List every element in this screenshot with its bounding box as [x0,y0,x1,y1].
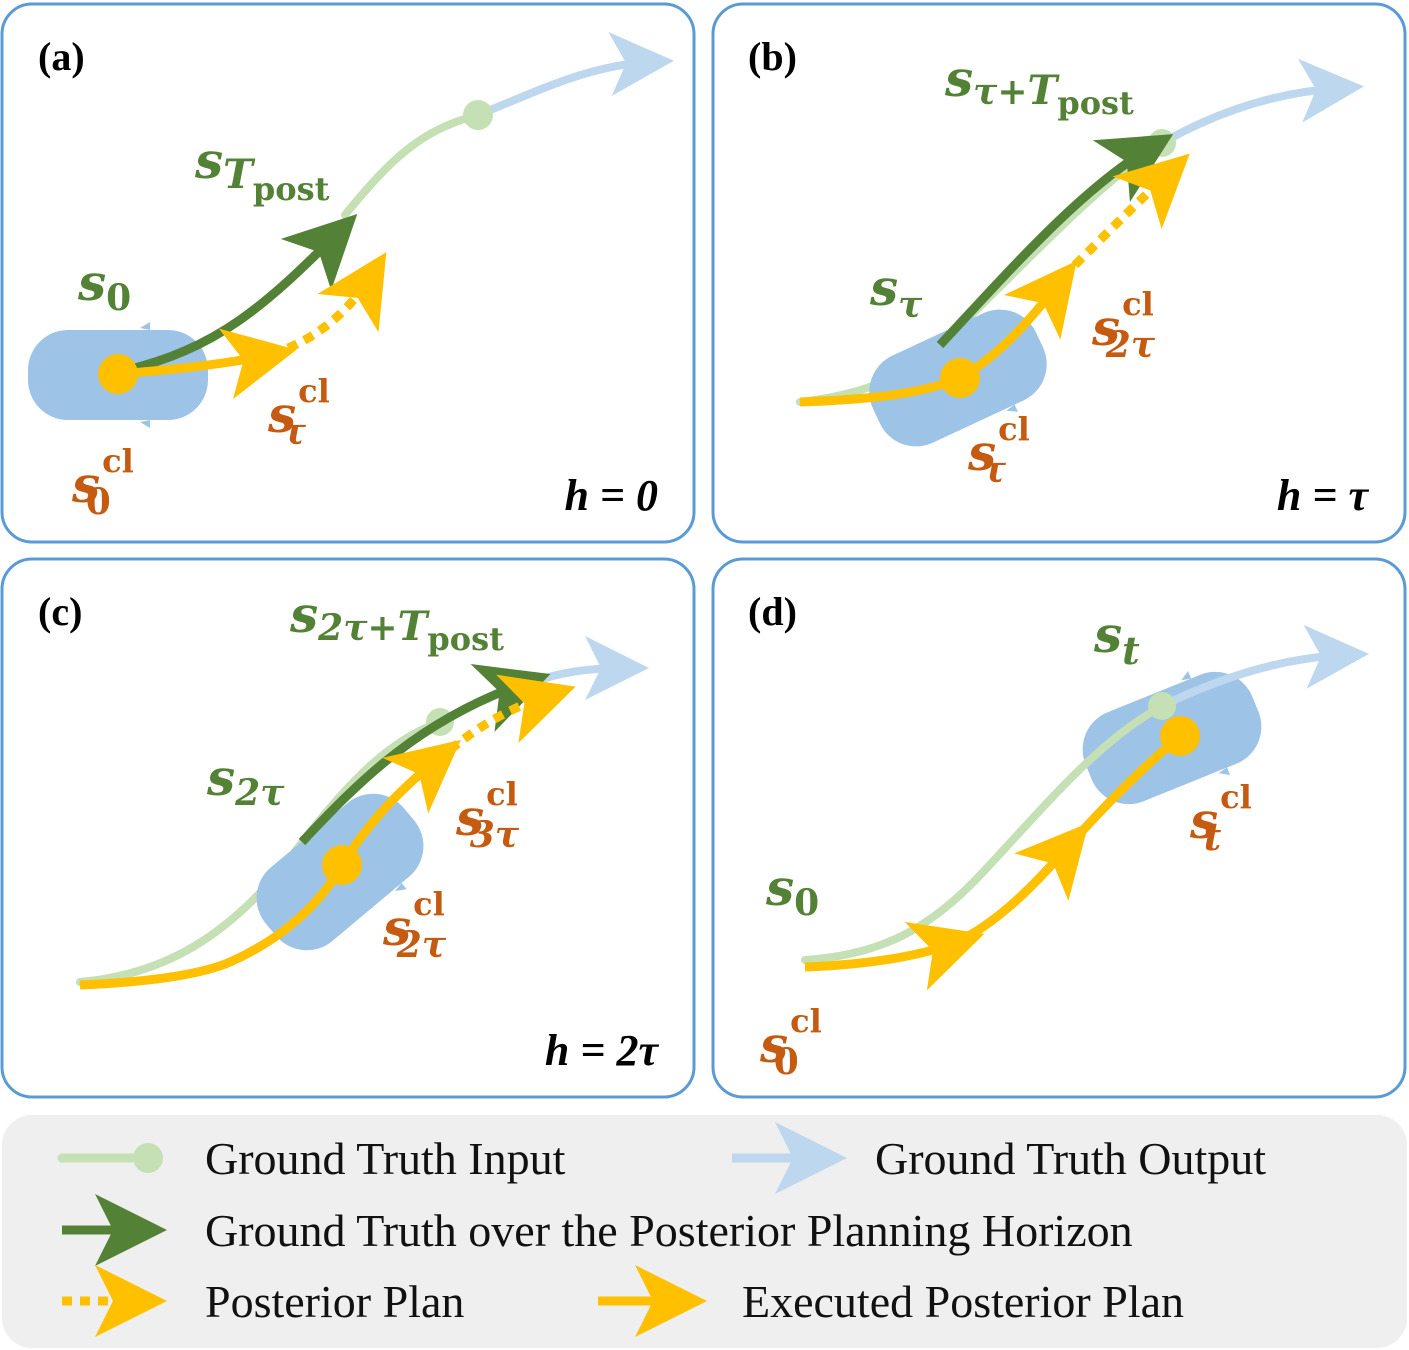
panel-b-horizon-label: h = τ [1277,471,1370,520]
panel-d-letter: (d) [748,589,797,634]
legend-item-gt-output: Ground Truth Output [732,1122,1266,1194]
legend-item-gt-horizon: Ground Truth over the Posterior Planning… [62,1194,1133,1266]
executed-state-dot [98,354,138,394]
label-s-tau-T-post: sτ+Tpost [944,49,1134,122]
label-s-0: s0 [77,253,131,319]
panel-c-horizon-label: h = 2τ [545,1026,660,1075]
gt-input-curve [801,702,1166,964]
label-s-2tau-T-post: s2τ+Tpost [289,585,504,658]
legend-label-posterior-plan: Posterior Plan [205,1276,464,1327]
label-s-2tau: s2τ [206,748,285,814]
gt-input-dot [1148,129,1176,157]
posterior-plan-arrow [286,252,387,353]
legend-label-gt-horizon: Ground Truth over the Posterior Planning… [205,1205,1133,1256]
legend-label-gt-input: Ground Truth Input [205,1133,566,1184]
gt-horizon-arrow [117,214,358,377]
executed-state-dot [940,358,980,398]
panel-b-letter: (b) [748,34,797,79]
executed-plan-arrow [79,739,461,990]
legend-label-gt-output: Ground Truth Output [875,1133,1266,1184]
legend-item-gt-input: Ground Truth Input [57,1133,566,1184]
legend-item-executed-plan: Executed Posterior Plan [598,1265,1184,1337]
gt-output-curve [474,32,674,119]
posterior-plan-arrow [447,674,576,754]
gt-input-curve [341,111,482,219]
legend-background [2,1115,1407,1348]
executed-state-dot [322,845,362,885]
panel-a-horizon-label: h = 0 [564,471,658,520]
label-s-t: st [1093,605,1140,673]
label-s-0: s0 [765,858,819,924]
executed-state-dot [1160,716,1200,756]
gt-input-dot [463,100,493,130]
gt-input-dot [1148,692,1176,720]
gt-output-curve [1158,624,1369,710]
panel-c-letter: (c) [38,589,82,634]
gt-output-curve [1158,58,1364,147]
executed-plan-arrow-2 [943,822,1089,952]
label-s-T-post: sTpost [194,131,330,208]
legend-label-executed-plan: Executed Posterior Plan [742,1276,1184,1327]
executed-plan-arrow-1 [804,921,985,991]
legend: Ground Truth Input Ground Truth Output G… [2,1115,1407,1348]
legend-item-posterior-plan: Posterior Plan [62,1265,464,1337]
label-s-tau: sτ [869,258,923,326]
panel-a-letter: (a) [38,34,85,79]
